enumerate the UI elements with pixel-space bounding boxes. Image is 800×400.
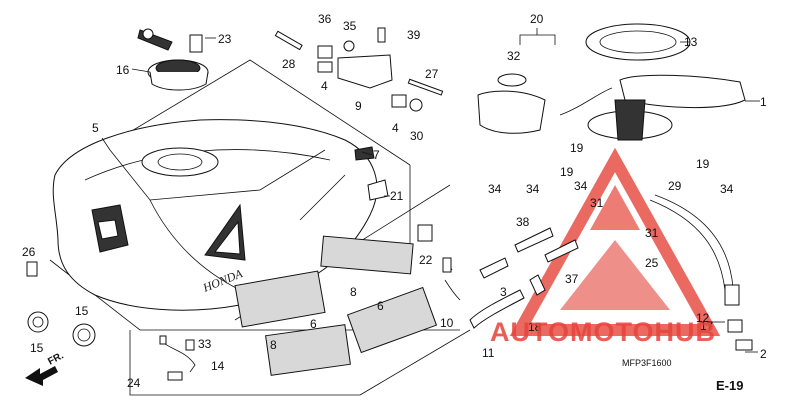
callout-22: 22 — [419, 253, 433, 267]
fuel-pump-assembly — [477, 23, 746, 141]
callout-9: 9 — [355, 99, 362, 113]
callout-21: 21 — [390, 189, 404, 203]
callout-34: 34 — [720, 182, 734, 196]
callout-27: 27 — [425, 67, 439, 81]
callout-20: 20 — [530, 12, 544, 26]
callout-10: 10 — [440, 316, 454, 330]
front-direction-arrow-icon — [25, 366, 58, 386]
callout-15: 15 — [75, 304, 89, 318]
callout-29: 29 — [668, 179, 682, 193]
callout-8: 8 — [350, 285, 357, 299]
callout-37: 37 — [565, 272, 579, 286]
callout-18: 18 — [528, 320, 542, 334]
watermark-text: AUTOMOTOHUB — [490, 317, 716, 347]
callout-23: 23 — [218, 32, 232, 46]
callout-30: 30 — [410, 129, 424, 143]
callout-6: 6 — [310, 317, 317, 331]
callout-labels: 1 2 3 4 4 5 6 6 7 8 8 9 10 11 12 13 14 1… — [22, 12, 767, 390]
section-reference: E-19 — [716, 378, 743, 393]
callout-24: 24 — [127, 376, 141, 390]
leader-lines — [101, 37, 760, 353]
callout-34: 34 — [526, 182, 540, 196]
callout-12: 12 — [696, 311, 710, 325]
callout-19: 19 — [560, 165, 574, 179]
fuel-cap-assembly — [137, 28, 209, 91]
callout-38: 38 — [516, 215, 530, 229]
callout-8: 8 — [270, 338, 277, 352]
callout-5: 5 — [92, 121, 99, 135]
callout-26: 26 — [22, 245, 36, 259]
callout-32: 32 — [507, 49, 521, 63]
callout-20-bracket — [519, 28, 556, 45]
callout-34: 34 — [488, 182, 502, 196]
callout-16: 16 — [116, 63, 130, 77]
callout-28: 28 — [282, 57, 296, 71]
callout-4: 4 — [321, 79, 328, 93]
foam-pads — [234, 235, 438, 376]
callout-17: 17 — [700, 319, 714, 333]
diagram-code: MFP3F1600 — [622, 358, 672, 368]
callout-31: 31 — [590, 196, 604, 210]
callout-36: 36 — [318, 12, 332, 26]
callout-4: 4 — [392, 121, 399, 135]
callout-7: 7 — [373, 148, 380, 162]
fuel-hoses — [442, 194, 753, 351]
callout-2: 2 — [760, 347, 767, 361]
callout-19: 19 — [570, 141, 584, 155]
callout-31: 31 — [645, 226, 659, 240]
callout-35: 35 — [343, 19, 357, 33]
callout-33: 33 — [198, 337, 212, 351]
callout-13: 13 — [684, 35, 698, 49]
watermark-logo — [509, 147, 721, 336]
front-direction-label: FR. — [46, 350, 66, 367]
callout-14: 14 — [211, 359, 225, 373]
callout-34: 34 — [574, 179, 588, 193]
callout-25: 25 — [645, 256, 659, 270]
callout-19: 19 — [696, 157, 710, 171]
callout-15: 15 — [30, 341, 44, 355]
callout-11: 11 — [482, 346, 495, 360]
callout-6: 6 — [377, 299, 384, 313]
small-parts — [26, 27, 444, 381]
callout-39: 39 — [407, 28, 421, 42]
callout-1: 1 — [760, 95, 767, 109]
callout-3: 3 — [500, 285, 507, 299]
